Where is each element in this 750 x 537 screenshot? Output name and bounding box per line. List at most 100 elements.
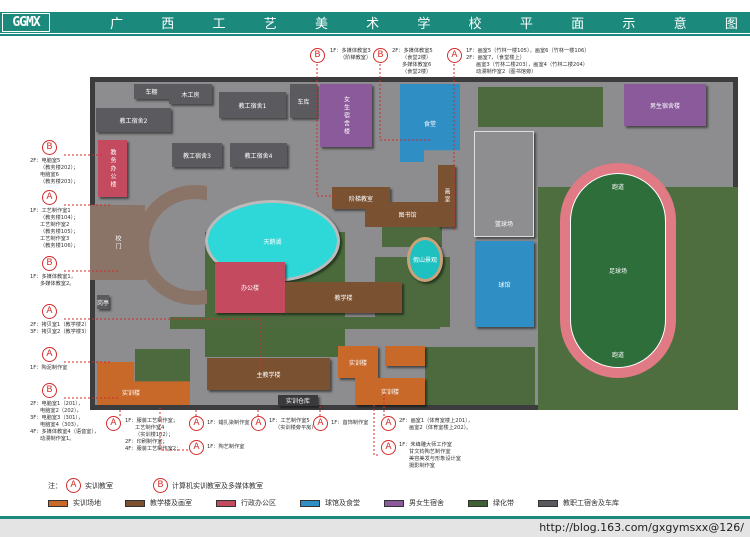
title-char: 工 <box>212 17 226 32</box>
annotation-line: 2F：画室7，（食堂楼上） <box>466 55 525 61</box>
building-carpentry: 木工房 <box>169 84 212 104</box>
annotation-line: 工艺制作室2 <box>40 222 70 228</box>
annotation-line: 美容美发与形象设计室 <box>409 456 461 462</box>
legend-item: 绿化带 <box>468 498 514 508</box>
building-training-wing <box>385 346 425 366</box>
legend-label: 行政办公区 <box>241 499 276 507</box>
marker-a: A <box>66 478 81 493</box>
building-office: 办公楼 <box>215 262 285 313</box>
marker-a: A <box>381 440 396 455</box>
annotation-line: 1F：蜡扎染制作室 <box>207 420 250 426</box>
gate-label: 校门 <box>114 234 121 251</box>
marker-a: A <box>189 416 204 431</box>
footer-bar <box>0 519 750 537</box>
map-note: 注： A 实训教室 B 计算机实训教室及多媒体教室 <box>48 478 263 493</box>
legend-item: 男女生宿舍 <box>384 498 444 508</box>
school-logo: GGMX <box>2 13 50 32</box>
leader-line <box>159 408 190 451</box>
annotation-line: 2F：拷贝室1（教学楼2） <box>30 322 90 328</box>
blog-url[interactable]: http://blog.163.com/gxgymsxx@126/ <box>539 521 744 534</box>
marker-a: A <box>42 347 57 362</box>
annotation-line: 2F：多媒体教室5 <box>392 48 433 54</box>
annotation-line: 工艺制作室4 <box>135 425 165 431</box>
marker-a: A <box>189 440 204 455</box>
green-belt <box>425 347 535 405</box>
guard-booth: 岗亭 <box>97 295 109 309</box>
annotation-line: 电脑室2（202）， <box>40 408 82 414</box>
building-warehouse: 实训仓库 <box>278 395 318 406</box>
title-char: 艺 <box>263 17 277 32</box>
annotation-text: 2F：电脑室1（201），电脑室2（202），3F：电脑室3（301），电脑室4… <box>30 401 99 443</box>
annotation-text: 2F：电脑室5（教务楼202）；电脑室6（教务楼203）； <box>30 158 78 186</box>
track-label: 跑道 <box>611 184 624 191</box>
legend-swatch <box>384 499 404 507</box>
basketball-courts: 篮球场 <box>474 131 534 237</box>
annotation-line: 摄影制作室 <box>409 463 435 469</box>
annotation-text: 1F：多媒体教室1，多媒体教室2。 <box>30 274 76 288</box>
leader-line <box>64 318 261 370</box>
annotation-line: （教务楼105）； <box>40 229 79 235</box>
title-char: 意 <box>673 17 687 32</box>
title-char: 平 <box>519 17 533 32</box>
legend-label: 教学楼及画室 <box>150 499 192 507</box>
map-legend: 实训场地 教学楼及画室 行政办公区 球馆及食堂 男女生宿舍 绿化带 教职工宿舍及… <box>48 498 619 508</box>
annotation-line: （教务楼106）； <box>40 243 79 249</box>
track-label: 跑道 <box>611 352 624 359</box>
annotation-line: 多媒体教室6 <box>402 62 432 68</box>
annotation-line: 工艺制作室3 <box>40 236 70 242</box>
marker-b: B <box>310 48 325 63</box>
title-bar <box>0 12 750 33</box>
annotation-line: （教务楼203）； <box>40 179 79 185</box>
legend-swatch <box>48 499 68 507</box>
leader-line <box>379 64 430 141</box>
title-char: 学 <box>417 17 431 32</box>
annotation-line: （实训楼旁平房） <box>275 425 317 431</box>
annotation-text: 1F：陶艺制作室 <box>207 444 244 451</box>
title-char: 西 <box>161 17 175 32</box>
annotation-line: 画室3（竹林二楼203），画室4（竹林二楼204） <box>476 62 588 68</box>
marker-b: B <box>42 383 57 398</box>
annotation-line: 1F：画室5（竹林一楼105），画室6（竹林一楼106） <box>466 48 590 54</box>
annotation-text: 2F：拷贝室1（教学楼2）3F：拷贝室2（教学楼3） <box>30 322 90 336</box>
annotation-line: 电脑室6 <box>40 172 59 178</box>
annotation-line: 2F：画室1（体育室楼上201）， <box>399 418 473 424</box>
marker-a: A <box>42 190 57 205</box>
annotation-line: 1F：朱峰雕大师工作室 <box>399 442 452 448</box>
green-belt <box>170 317 440 329</box>
building-boys-dorm: 男生宿舍楼 <box>624 84 706 126</box>
marker-b: B <box>42 140 57 155</box>
legend-swatch <box>538 499 558 507</box>
marker-a: A <box>251 416 266 431</box>
marker-a: A <box>447 48 462 63</box>
annotation-text: 2F：多媒体教室5（食堂2楼）多媒体教室6（食堂2楼） <box>392 48 433 76</box>
annotation-line: 2F：电脑室1（201）， <box>30 401 84 407</box>
annotation-line: 2F：电脑室5 <box>30 158 61 164</box>
marker-b: B <box>42 256 57 271</box>
building-staff-dorm-1: 教工宿舍1 <box>219 92 286 118</box>
marker-a: A <box>313 416 328 431</box>
title-char: 美 <box>314 17 328 32</box>
annotation-line: （阶梯教室） <box>340 55 372 61</box>
building-teaching: 教学楼 <box>285 282 402 313</box>
annotation-line: 甘文钧陶艺制作室 <box>409 449 451 455</box>
page-title: 广西工艺美术学校平面示意图 <box>110 13 750 32</box>
leader-line <box>316 64 338 197</box>
title-char: 示 <box>622 17 636 32</box>
legend-label: 教职工宿舍及车库 <box>563 499 619 507</box>
annotation-line: 4F：多媒体教室4（语音室）， <box>30 429 100 435</box>
building-bike-shed: 车棚 <box>134 84 169 99</box>
footer-divider <box>0 516 750 519</box>
campus-map: 车棚 木工房 教工宿舍2 教工宿舍1 车库 教工宿舍3 教工宿舍4 女生宿舍楼 … <box>90 77 738 410</box>
legend-label: 绿化带 <box>493 499 514 507</box>
annotation-text: 1F：工艺制作室5（实训楼旁平房） <box>269 418 317 432</box>
legend-item: 球馆及食堂 <box>300 498 360 508</box>
leader-line <box>373 405 380 456</box>
legend-swatch <box>468 499 488 507</box>
building-studio: 画室 <box>438 165 455 227</box>
legend-item: 教职工宿舍及车库 <box>538 498 619 508</box>
annotation-line: 1F：多媒体教室3 <box>330 48 371 54</box>
legend-swatch <box>125 499 145 507</box>
annotation-text: 1F：陶泥制作室 <box>30 365 67 372</box>
legend-label: 球馆及食堂 <box>325 499 360 507</box>
